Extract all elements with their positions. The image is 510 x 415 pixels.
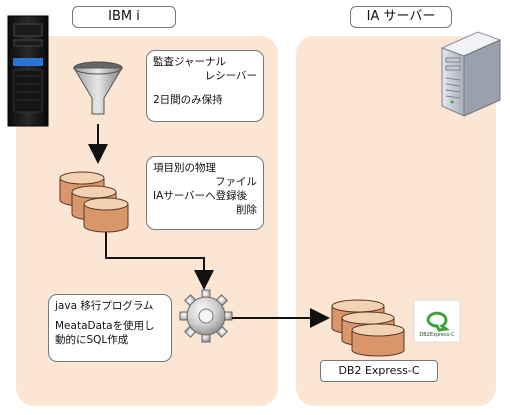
ia-section-title: IA サーバー [350, 6, 452, 28]
ibm-server-icon [7, 15, 49, 127]
java-line2: MeataDataを使用し [55, 320, 155, 332]
ibmi-section-title: IBM i [72, 6, 176, 28]
java-program-note: java 移行プログラム MeataDataを使用し 動的にSQL作成 [48, 294, 172, 362]
gear-icon [179, 289, 233, 343]
db2-logo-text: DB2Express-C [419, 332, 455, 338]
db2-database-icon [331, 299, 405, 357]
pf-line1: 項目別の物理 [153, 162, 216, 174]
pf-line2: ファイル [215, 176, 257, 188]
java-line3: 動的にSQL作成 [55, 334, 129, 346]
journal-line2: レシーバー [204, 70, 257, 82]
db2-express-label: DB2 Express-C [320, 360, 438, 382]
journal-line3: 2日間のみ保持 [153, 94, 223, 106]
journal-line1: 監査ジャーナル [153, 56, 226, 68]
pf-line3: IAサーバーへ登録後 [153, 190, 248, 202]
ia-server-tower-icon [440, 31, 502, 117]
db2-express-logo-icon: DB2Express-C [413, 299, 461, 343]
pf-line4: 削除 [236, 204, 257, 216]
java-line1: java 移行プログラム [55, 300, 154, 312]
physical-file-note: 項目別の物理 ファイル IAサーバーへ登録後 削除 [146, 156, 264, 230]
physical-file-db-icon [59, 171, 129, 233]
funnel-icon [73, 61, 123, 115]
journal-receiver-note: 監査ジャーナル レシーバー 2日間のみ保持 [146, 50, 264, 122]
